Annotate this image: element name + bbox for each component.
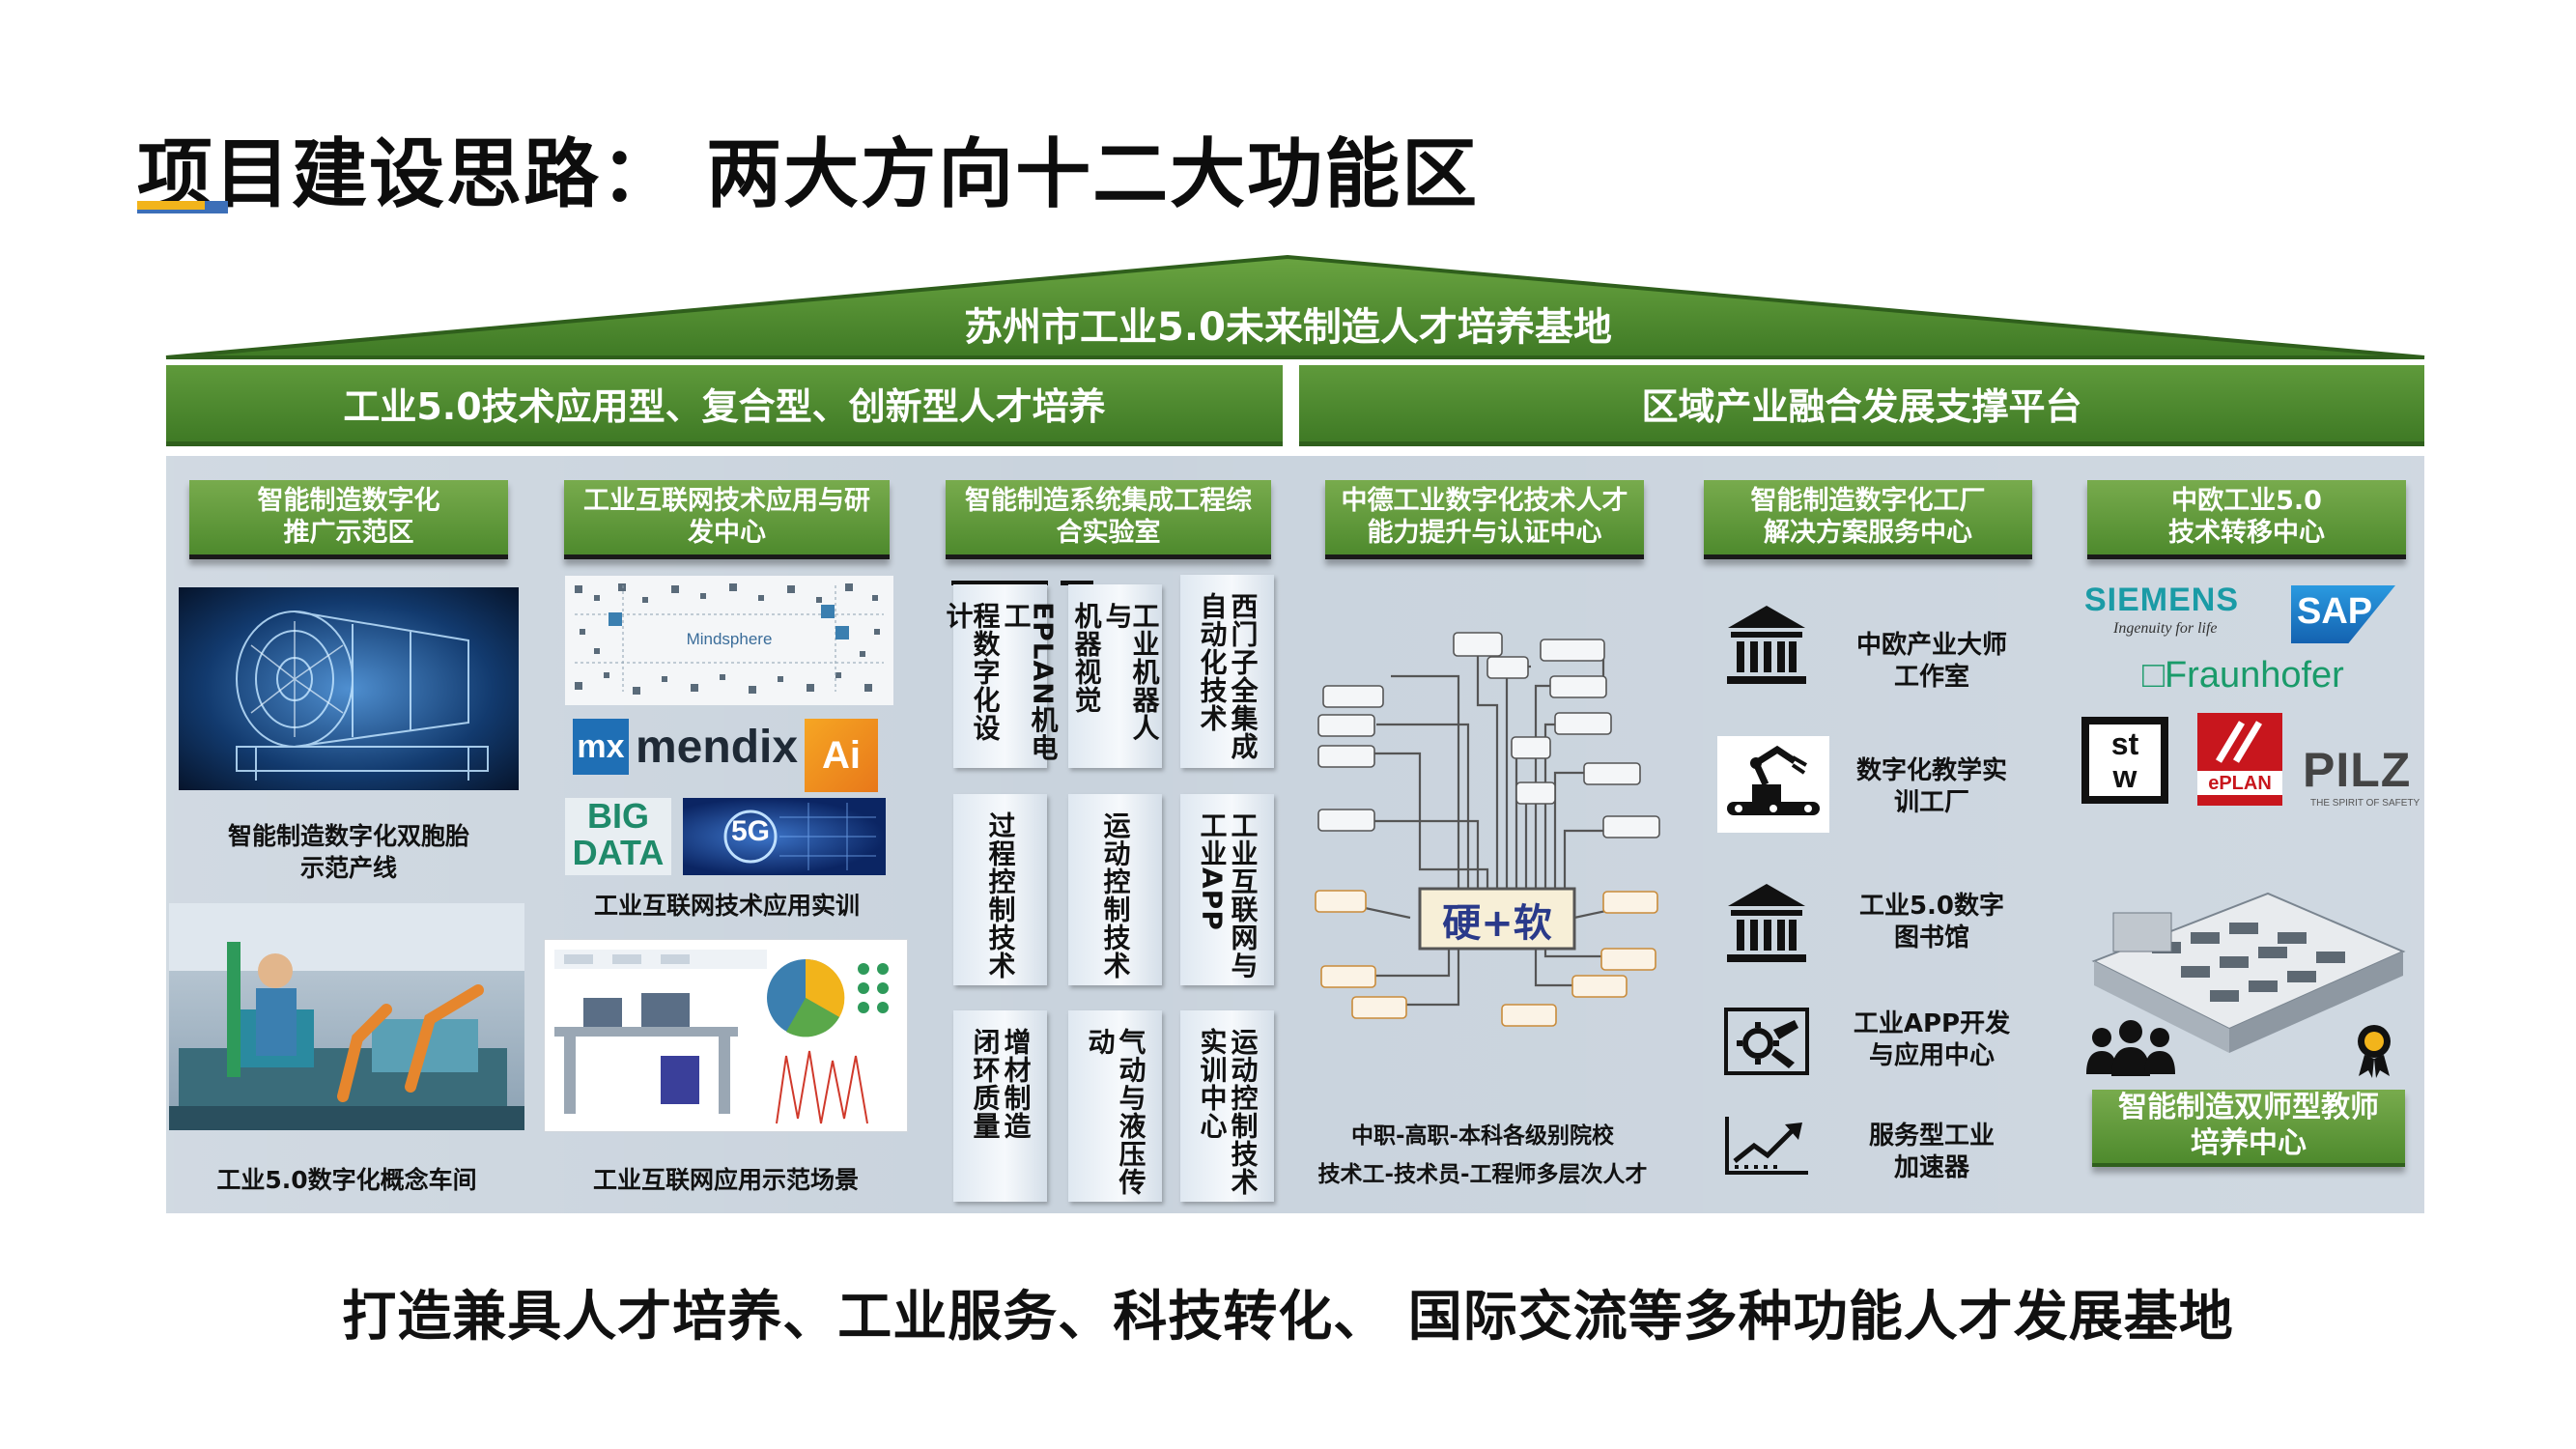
col5-header: 智能制造数字化工厂 解决方案服务中心 <box>1704 480 2032 559</box>
module-motion-control-line1: 运动控制技术 <box>1099 811 1132 980</box>
training-center-illustration <box>2091 892 2406 1053</box>
5g-image: 5G <box>683 798 886 875</box>
hardware-software-hub: 硬+软 <box>1442 901 1552 946</box>
col3-header: 智能制造系统集成工程综 合实验室 <box>946 480 1271 559</box>
module-process-control-line1: 过程控制技术 <box>984 811 1017 980</box>
col1-caption-2: 工业5.0数字化概念车间 <box>216 1166 477 1194</box>
siemens-tagline: Ingenuity for life <box>2113 620 2218 637</box>
panel-sheen <box>166 456 2424 1213</box>
5g-label: 5G <box>730 815 771 847</box>
mindsphere-network <box>575 583 884 695</box>
page-title: 项目建设思路： 两大方向十二大功能区 <box>137 131 1480 218</box>
pilz-logo: PILZ <box>2303 743 2412 797</box>
bottom-tagline: 打造兼具人才培养、工业服务、科技转化、 国际交流等多种功能人才发展基地 <box>342 1286 2234 1349</box>
col3-divider-2 <box>1061 581 1093 585</box>
library-building-icon <box>1727 884 1806 962</box>
col2-caption-2: 工业互联网应用示范场景 <box>592 1166 859 1194</box>
right-direction-banner: 区域产业融合发展支撑平台 <box>1299 365 2424 446</box>
module-pneumatic: 气动与液压传 动 <box>1068 1010 1162 1202</box>
workshop-image <box>169 903 524 1130</box>
module-iiot-app: 工业互联网与 工业APP <box>1180 794 1274 985</box>
hardware-software-tree <box>1315 632 1660 1027</box>
sap-logo: SAP <box>2297 591 2373 632</box>
stw-logo: st w <box>2089 724 2161 796</box>
eplan-logo: ePLAN <box>2208 773 2272 794</box>
module-robot-vision: 工业机器人与 机器视觉 <box>1068 584 1162 768</box>
title-underline <box>137 210 228 213</box>
module-additive-line2: 闭环质量 <box>969 1028 1002 1140</box>
col4-header: 中德工业数字化技术人才 能力提升与认证中心 <box>1325 480 1644 559</box>
module-motion-lab: 运动控制技术 实训中心 <box>1180 1010 1274 1202</box>
service-item-3: 工业5.0数字 图书馆 <box>1858 892 2005 952</box>
robot-icon <box>1727 745 1820 815</box>
module-motion-lab-line2: 实训中心 <box>1196 1028 1229 1140</box>
award-badge-icon <box>2358 1025 2391 1078</box>
col2-header: 工业互联网技术应用与研 发中心 <box>564 480 890 559</box>
big-data-logo: BIG DATA <box>565 798 671 875</box>
5g-illustration <box>723 803 876 870</box>
robot-icon-box <box>1717 736 1829 833</box>
team-icon <box>2086 1020 2175 1076</box>
module-motion-control: 运动控制技术 <box>1068 794 1162 985</box>
siemens-logo: SIEMENS <box>2084 582 2240 618</box>
eplan-logo-strip: ePLAN <box>2197 771 2282 795</box>
module-pneumatic-line1: 气动与液压传 <box>1115 1028 1147 1196</box>
col6-header: 中欧工业5.0 技术转移中心 <box>2087 480 2406 559</box>
mindsphere-image: Mindsphere <box>565 576 893 705</box>
mendix-mx-logo: mx <box>573 719 629 775</box>
module-eplan-line2: 程数字化设计 <box>942 602 1002 742</box>
mindsphere-label: Mindsphere <box>686 630 773 648</box>
module-motion-lab-line1: 运动控制技术 <box>1227 1028 1260 1196</box>
col4-caption-1: 中职-高职-本科各级别院校 <box>1350 1123 1615 1149</box>
service-item-5: 服务型工业 加速器 <box>1868 1122 1995 1182</box>
title-accent-yellow <box>137 201 205 210</box>
ai-logo: Ai <box>805 719 878 792</box>
growth-chart-icon <box>1725 1117 1808 1175</box>
service-item-4: 工业APP开发 与应用中心 <box>1853 1009 2011 1070</box>
module-eplan: EPLAN机电工 程数字化设计 <box>943 584 1060 768</box>
fraunhofer-logo: □Fraunhofer <box>2142 655 2344 696</box>
pilz-tagline: THE SPIRIT OF SAFETY <box>2310 798 2420 809</box>
module-siemens-tia-line2: 自动化技术 <box>1196 592 1229 732</box>
col4-caption-2: 技术工-技术员-工程师多层次人才 <box>1317 1162 1648 1187</box>
col1-caption-1: 智能制造数字化双胞胎 示范产线 <box>227 822 469 882</box>
module-siemens-tia: 西门子全集成 自动化技术 <box>1180 575 1274 768</box>
module-pneumatic-line2: 动 <box>1084 1028 1117 1056</box>
service-item-1: 中欧产业大师 工作室 <box>1855 631 2007 692</box>
turbine-image <box>179 587 519 790</box>
left-direction-banner: 工业5.0技术应用型、复合型、创新型人才培养 <box>166 365 1283 446</box>
roof-shape <box>165 254 2425 359</box>
app-scene-image <box>544 939 908 1132</box>
gear-tool-icon <box>1724 1008 1809 1075</box>
content-panel <box>166 456 2424 1213</box>
stw-logo-frame: st w <box>2081 717 2168 804</box>
module-additive-line1: 增材制造 <box>1000 1028 1033 1140</box>
module-iiot-app-line1: 工业互联网与 <box>1227 811 1260 980</box>
col3-divider-1 <box>951 581 1048 585</box>
title-accent-blue <box>205 201 228 210</box>
module-siemens-tia-line1: 西门子全集成 <box>1227 592 1260 760</box>
module-robot-vision-line1: 工业机器人与 <box>1101 602 1161 742</box>
module-process-control: 过程控制技术 <box>953 794 1047 985</box>
mendix-logo: mendix <box>636 722 799 773</box>
col1-header: 智能制造数字化 推广示范区 <box>189 480 508 559</box>
app-scene-illustration <box>554 950 889 1124</box>
col2-caption-1: 工业互联网技术应用实训 <box>593 892 860 920</box>
module-iiot-app-line2: 工业APP <box>1196 811 1229 931</box>
service-item-2: 数字化教学实 训工厂 <box>1855 756 2007 817</box>
eplan-mark-icon <box>2215 721 2263 763</box>
turbine-illustration <box>236 611 489 781</box>
module-additive: 增材制造 闭环质量 <box>953 1010 1047 1202</box>
roof-title: 苏州市工业5.0未来制造人才培养基地 <box>964 305 1612 350</box>
workshop-illustration <box>169 903 524 1130</box>
eplan-logo-box: ePLAN <box>2197 713 2282 806</box>
building-icon <box>1727 606 1806 684</box>
module-eplan-line1: EPLAN机电工 <box>1000 602 1060 762</box>
module-robot-vision-line2: 机器视觉 <box>1070 602 1103 714</box>
dual-teacher-center: 智能制造双师型教师 培养中心 <box>2092 1090 2405 1167</box>
